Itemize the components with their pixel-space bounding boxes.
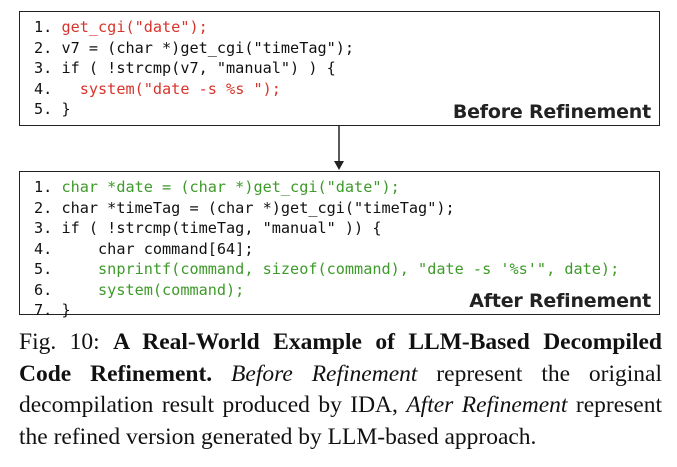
code-text: if ( !strcmp(v7, "manual") ) { xyxy=(61,59,336,77)
code-line: 5. } xyxy=(34,99,354,120)
code-text: } xyxy=(61,301,71,319)
line-number: 1. xyxy=(34,178,53,196)
line-number: 6. xyxy=(34,280,53,299)
line-number: 2. xyxy=(34,198,53,217)
line-number: 5. xyxy=(34,260,53,278)
caption-prefix: Fig. 10: xyxy=(19,329,114,355)
line-number: 4. xyxy=(34,239,53,258)
code-text: system(command); xyxy=(98,280,245,299)
before-code-listing: 1. get_cgi("date");2. v7 = (char *)get_c… xyxy=(34,17,354,120)
code-line: 4. system("date -s %s "); xyxy=(34,79,354,100)
after-code-listing: 1. char *date = (char *)get_cgi("date");… xyxy=(34,177,619,321)
after-refinement-label: After Refinement xyxy=(469,290,651,312)
figure-caption: Fig. 10: A Real-World Example of LLM-Bas… xyxy=(19,327,662,453)
line-number: 4. xyxy=(34,79,53,98)
caption-italic-before: Before Refinement xyxy=(231,360,418,387)
line-number: 5. xyxy=(34,100,53,118)
code-line: 1. char *date = (char *)get_cgi("date"); xyxy=(34,177,619,198)
code-line: 7. } xyxy=(34,300,619,321)
code-line: 3. if ( !strcmp(timeTag, "manual" )) { xyxy=(34,218,619,239)
code-text: v7 = (char *)get_cgi("timeTag"); xyxy=(61,38,355,57)
before-refinement-label: Before Refinement xyxy=(452,101,651,123)
code-text: } xyxy=(61,100,71,118)
code-line: 3. if ( !strcmp(v7, "manual") ) { xyxy=(34,58,354,79)
code-text: system("date -s %s "); xyxy=(79,79,281,98)
caption-text-1: represent the original decompilation res… xyxy=(19,360,663,419)
code-indent xyxy=(61,260,98,278)
line-number: 3. xyxy=(34,59,53,77)
code-line: 6. system(command); xyxy=(34,280,619,301)
code-line: 1. get_cgi("date"); xyxy=(34,17,354,38)
after-refinement-panel: 1. char *date = (char *)get_cgi("date");… xyxy=(19,171,660,319)
code-text: if ( !strcmp(timeTag, "manual" )) { xyxy=(61,219,382,237)
code-text: char *date = (char *)get_cgi("date"); xyxy=(61,178,400,196)
code-indent xyxy=(61,240,98,258)
code-text: get_cgi("date"); xyxy=(61,18,208,36)
code-line: 5. snprintf(command, sizeof(command), "d… xyxy=(34,259,619,280)
caption-text-2: represent the refined version generated … xyxy=(19,392,662,450)
code-text: char *timeTag = (char *)get_cgi("timeTag… xyxy=(61,198,455,217)
code-line: 4. char command[64]; xyxy=(34,239,619,260)
code-indent xyxy=(61,281,98,299)
code-line: 2. char *timeTag = (char *)get_cgi("time… xyxy=(34,198,619,219)
line-number: 2. xyxy=(34,38,53,57)
line-number: 3. xyxy=(34,219,53,237)
line-number: 1. xyxy=(34,18,53,36)
caption-italic-after: After Refinement xyxy=(406,392,568,418)
before-refinement-panel: 1. get_cgi("date");2. v7 = (char *)get_c… xyxy=(19,11,660,126)
code-text: char command[64]; xyxy=(98,239,254,258)
line-number: 7. xyxy=(34,301,53,319)
code-line: 2. v7 = (char *)get_cgi("timeTag"); xyxy=(34,38,354,59)
refinement-arrow xyxy=(334,126,344,170)
caption-title: A Real-World Example of LLM-Based Decomp… xyxy=(19,329,662,387)
code-text: snprintf(command, sizeof(command), "date… xyxy=(98,260,620,278)
